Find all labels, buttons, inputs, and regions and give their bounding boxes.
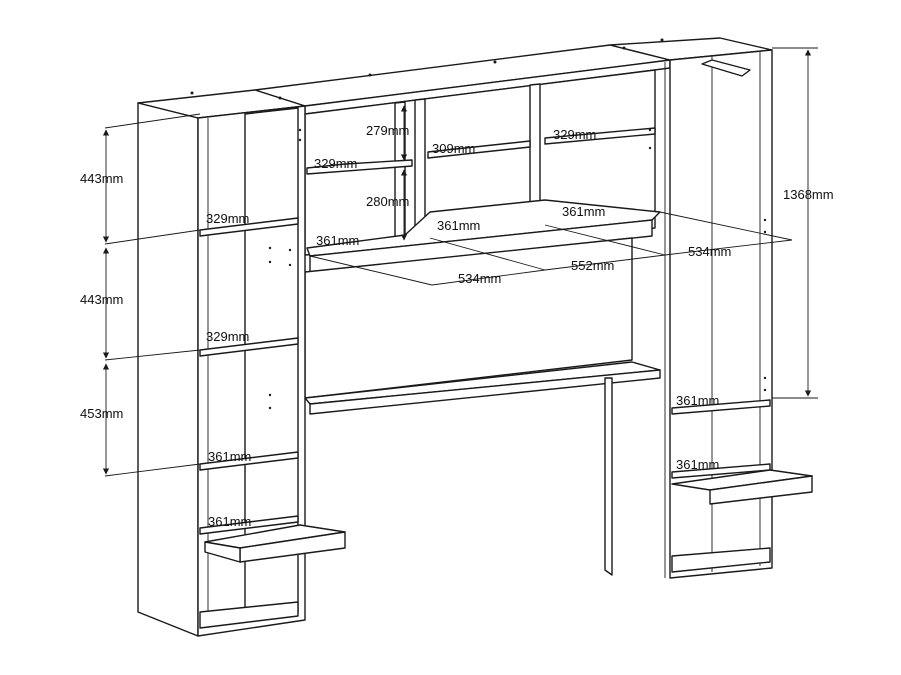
right-drawer-front [709, 475, 813, 505]
label-shelf-309: 309mm [432, 141, 475, 156]
label-shelf-329-b3: 329mm [553, 127, 596, 142]
right-tower-bottom [671, 547, 771, 573]
label-shelf-361-l3: 361mm [208, 449, 251, 464]
left-shelf-3 [199, 451, 299, 471]
left-shelf-1 [199, 217, 299, 237]
bridge-shelf-2 [427, 140, 531, 159]
label-shelf-329-b1: 329mm [314, 156, 357, 171]
label-shelf-361-b1: 361mm [316, 233, 359, 248]
label-shelf-361-l4: 361mm [208, 514, 251, 529]
dimension-labels: 443mm 443mm 453mm 1368mm 279mm 280mm 534… [80, 123, 834, 529]
left-shelf-4 [199, 515, 299, 535]
label-shelf-361-r2: 361mm [676, 457, 719, 472]
label-shelf-361-r1: 361mm [676, 393, 719, 408]
bridge-shelf-3 [544, 127, 656, 145]
label-w-534-b: 534mm [688, 244, 731, 259]
left-shelf-2 [199, 337, 299, 357]
right-shelf-1 [671, 399, 771, 415]
label-shelf-361-b2: 361mm [437, 218, 480, 233]
label-shelf-329-l1: 329mm [206, 211, 249, 226]
label-left-h1: 443mm [80, 171, 123, 186]
label-total-h: 1368mm [783, 187, 834, 202]
top-bridge [254, 44, 671, 273]
right-tower-front [669, 49, 773, 579]
label-w-534-a: 534mm [458, 271, 501, 286]
label-left-h3: 453mm [80, 406, 123, 421]
bridge-shelf-1 [306, 159, 413, 175]
right-tower-inner-side [604, 377, 613, 576]
bridge-bottom-front [309, 219, 653, 273]
left-drawer-side [204, 541, 241, 563]
label-shelf-329-l2: 329mm [206, 329, 249, 344]
left-tower-bottom [199, 601, 299, 629]
headboard-shelf-front [309, 369, 661, 415]
label-w-552: 552mm [571, 258, 614, 273]
dimension-lines [102, 47, 818, 477]
left-tower-side [137, 102, 199, 637]
label-shelf-361-b3: 361mm [562, 204, 605, 219]
right-tower-rail [701, 59, 751, 77]
right-tower [609, 37, 813, 579]
label-left-h2: 443mm [80, 292, 123, 307]
hardware-dots [190, 38, 767, 410]
label-bridge-h2: 280mm [366, 194, 409, 209]
label-bridge-h1: 279mm [366, 123, 409, 138]
left-tower [137, 89, 346, 637]
headboard [304, 237, 661, 576]
